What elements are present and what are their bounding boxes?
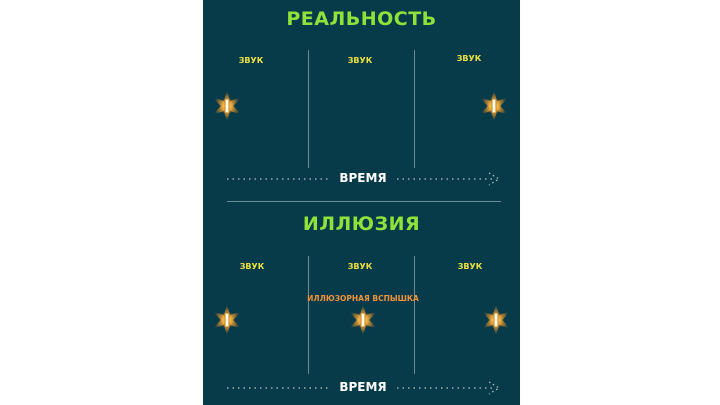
reality-time-axis-arrow [227,172,501,186]
illusion-sound-label-2: ЗВУК [347,262,373,271]
illusion-sound-label-3: ЗВУК [457,262,483,271]
reality-divider-2 [414,50,415,168]
illusory-flash-label: ИЛЛЮЗОРНАЯ ВСПЫШКА [307,294,419,303]
illusion-time-axis-arrow [227,381,501,395]
illusion-flash-icon-1 [212,304,242,336]
reality-time-label: ВРЕМЯ [339,171,387,185]
illusion-sound-label-1: ЗВУК [239,262,265,271]
panel-separator [227,201,501,202]
reality-divider-1 [308,50,309,168]
reality-sound-label-2: ЗВУК [347,56,373,65]
reality-title: РЕАЛЬНОСТЬ [286,8,437,30]
illusion-divider-2 [414,256,415,374]
illusion-flash-icon-3 [481,304,511,336]
reality-sound-label-3: ЗВУК [456,54,482,63]
illusion-divider-1 [308,256,309,374]
reality-flash-icon-2 [479,90,509,122]
illusion-title: ИЛЛЮЗИЯ [302,213,421,235]
illusory-flash-icon [348,304,378,336]
reality-flash-icon-1 [212,90,242,122]
illusion-time-label: ВРЕМЯ [339,380,387,394]
reality-sound-label-1: ЗВУК [238,56,264,65]
slide: РЕАЛЬНОСТЬ ЗВУК ЗВУК ЗВУК ВРЕМЯ ИЛЛЮЗИЯ … [203,0,520,405]
